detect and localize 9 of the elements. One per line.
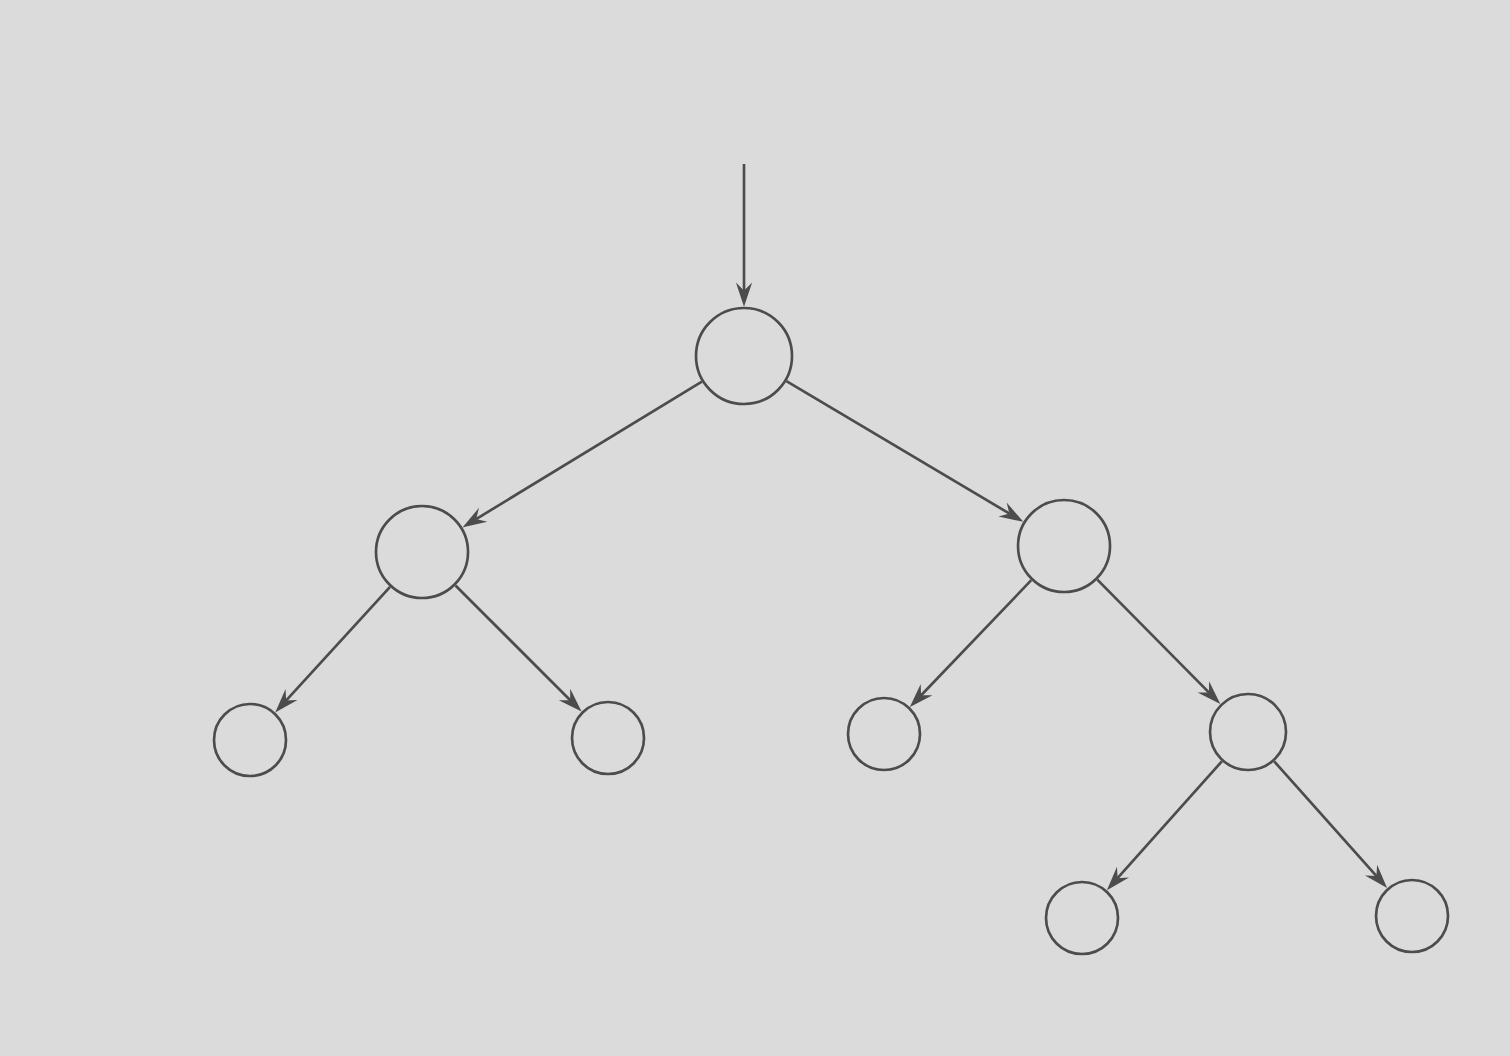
tree-node-circle — [374, 504, 470, 600]
tree-node-circle — [1044, 880, 1120, 956]
tree-node-circle — [570, 700, 646, 776]
tree-node-circle — [212, 702, 288, 778]
tree-node-circle — [1374, 878, 1450, 954]
tree-node-circle — [694, 306, 794, 406]
tree-node-circle — [846, 696, 922, 772]
tree-node-circle — [1208, 692, 1288, 772]
tree-node-circle — [1016, 498, 1112, 594]
